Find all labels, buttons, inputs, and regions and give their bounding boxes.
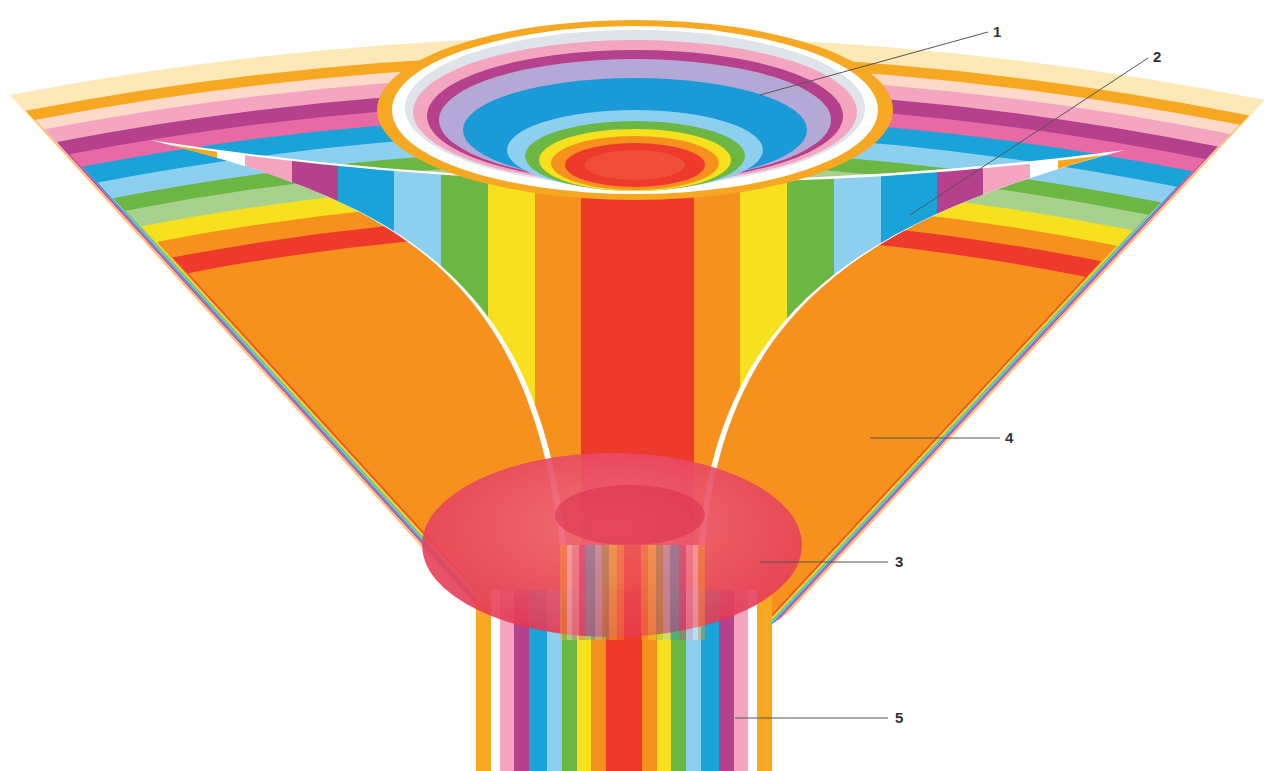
callout-number: 2 — [1153, 49, 1161, 64]
callout-number: 5 — [895, 710, 903, 725]
callout-number: 1 — [993, 24, 1001, 39]
callout-number: 3 — [895, 554, 903, 569]
callout-number: 4 — [1005, 430, 1013, 445]
